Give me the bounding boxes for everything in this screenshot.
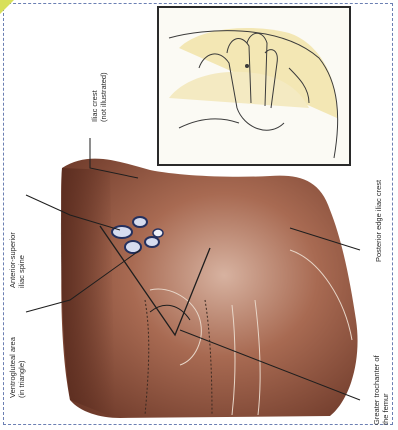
label-anterior-superior-iliac-spine: Anterior-superior iliac spine — [8, 232, 26, 288]
label-ventrogluteal-area: Ventrogluteal area (in triangle) — [8, 337, 26, 398]
label-greater-trochanter: Greater trochanter of the femur — [372, 355, 390, 425]
label-iliac-crest: Iliac crest (not illustrated) — [90, 72, 108, 122]
label-posterior-edge-iliac-crest: Posterior edge iliac crest — [374, 180, 383, 262]
inset-hand-sketch — [157, 6, 351, 166]
